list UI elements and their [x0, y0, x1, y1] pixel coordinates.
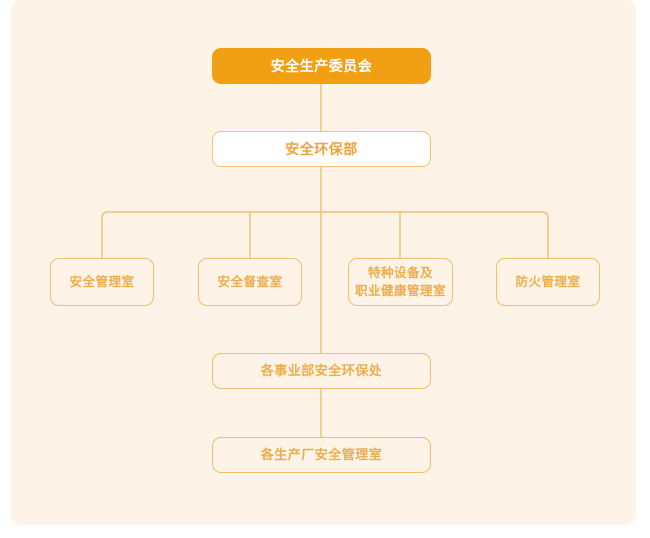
node-safety-environment-department[interactable]: 安全环保部 [212, 131, 431, 167]
node-label: 安全生产委员会 [270, 57, 373, 74]
node-plant-safety-management-office[interactable]: 各生产厂安全管理室 [212, 437, 431, 473]
node-safety-production-committee[interactable]: 安全生产委员会 [212, 48, 431, 84]
node-label: 安全督查室 [217, 274, 283, 289]
node-label: 各事业部安全环保处 [260, 362, 383, 378]
node-special-equipment-occupational-health-office[interactable]: 特种设备及 职业健康管理室 [348, 258, 453, 306]
node-division-safety-environment-section[interactable]: 各事业部安全环保处 [212, 353, 431, 389]
node-label-line1: 特种设备及 [367, 265, 433, 280]
node-label: 防火管理室 [515, 274, 581, 289]
node-safety-management-office[interactable]: 安全管理室 [50, 258, 154, 306]
node-label: 各生产厂安全管理室 [260, 446, 383, 462]
node-fire-prevention-management-office[interactable]: 防火管理室 [496, 258, 600, 306]
node-safety-supervision-office[interactable]: 安全督查室 [198, 258, 302, 306]
node-label-line2: 职业健康管理室 [354, 284, 446, 298]
node-label: 安全管理室 [69, 274, 135, 289]
node-label: 安全环保部 [285, 140, 358, 157]
